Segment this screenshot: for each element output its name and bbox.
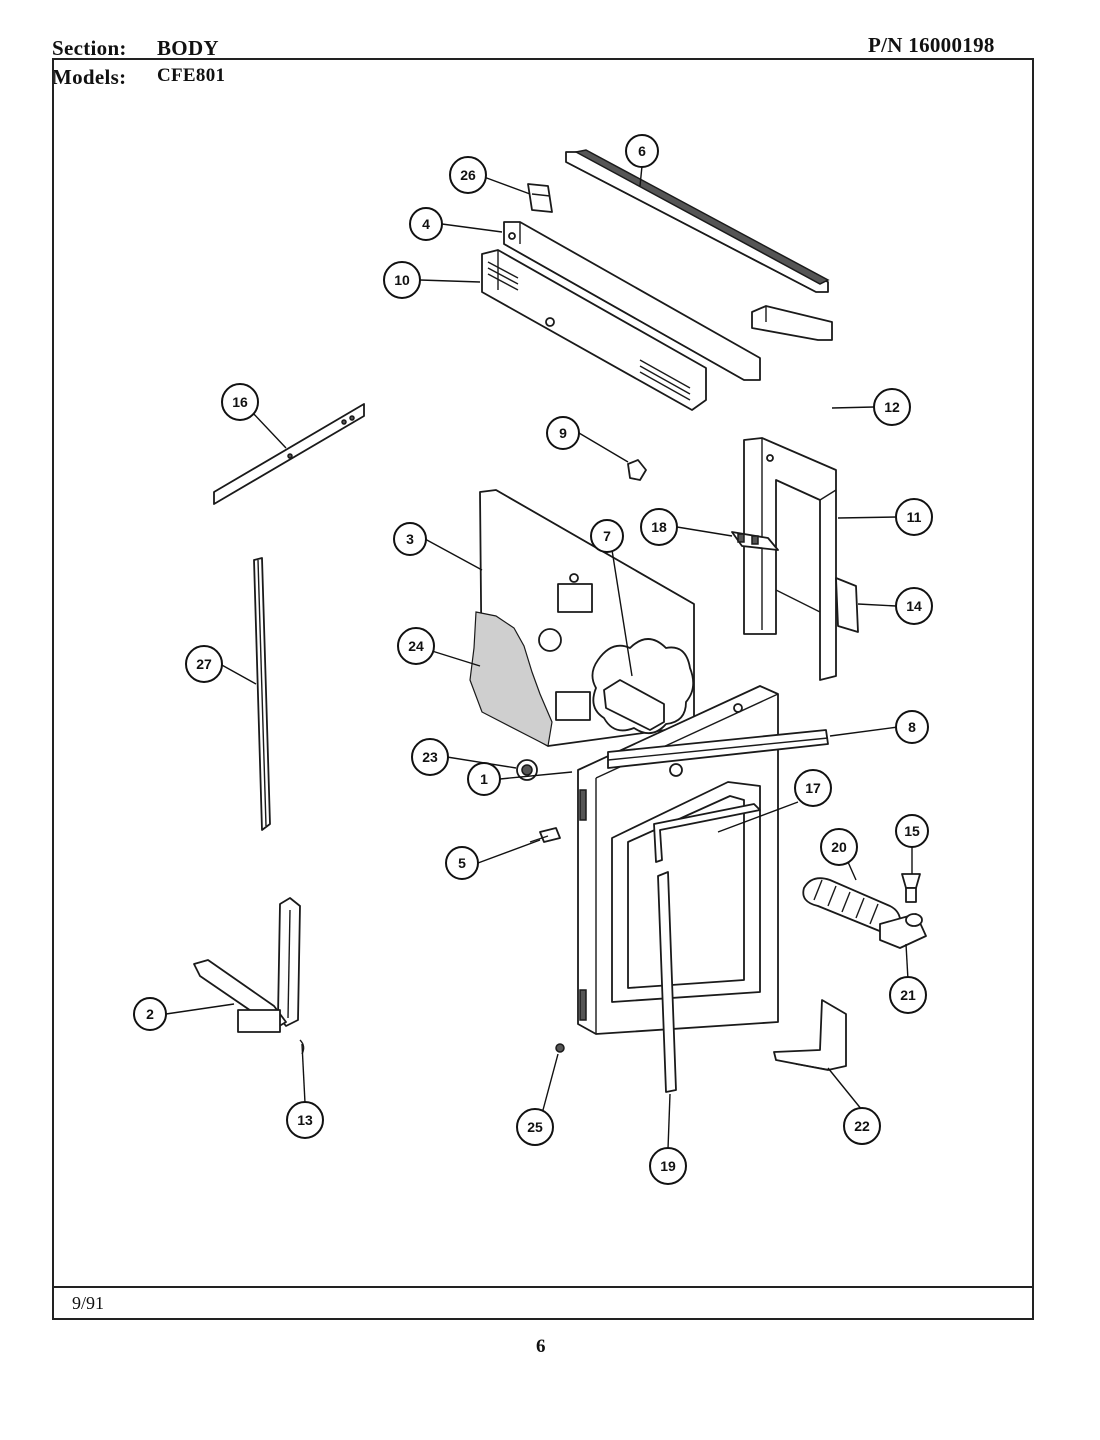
callout-3: 3 (393, 522, 427, 556)
svg-text:3: 3 (406, 531, 414, 547)
part-16-strip (213, 403, 365, 505)
svg-text:24: 24 (408, 638, 424, 654)
callout-14: 14 (895, 587, 933, 625)
revision-date: 9/91 (72, 1293, 105, 1313)
part-19-strip (657, 871, 677, 1093)
svg-text:20: 20 (831, 839, 847, 855)
svg-text:23: 23 (422, 749, 438, 765)
part-22-bracket (773, 999, 847, 1071)
svg-text:15: 15 (904, 823, 920, 839)
diagram-frame (52, 58, 1034, 1320)
callout-8: 8 (895, 710, 929, 744)
callout-2: 2 (133, 997, 167, 1031)
callout-25: 25 (516, 1108, 554, 1146)
svg-text:6: 6 (638, 143, 646, 159)
part-number: P/N 16000198 (868, 33, 995, 57)
callout-5: 5 (445, 846, 479, 880)
callout-26: 26 (449, 156, 487, 194)
svg-text:14: 14 (906, 598, 922, 614)
svg-text:27: 27 (196, 656, 212, 672)
callout-1: 1 (467, 762, 501, 796)
part-26-clip (527, 183, 553, 213)
page-number: 6 (536, 1336, 546, 1357)
leader-lines (165, 165, 913, 1150)
callout-22: 22 (843, 1107, 881, 1145)
svg-text:16: 16 (232, 394, 248, 410)
part-27-trim-strip (253, 557, 271, 831)
callout-23: 23 (411, 738, 449, 776)
part-14-bracket (835, 577, 859, 633)
svg-text:26: 26 (460, 167, 476, 183)
models-label: Models: (52, 65, 127, 89)
svg-text:2: 2 (146, 1006, 154, 1022)
callout-19: 19 (649, 1147, 687, 1185)
svg-text:19: 19 (660, 1158, 676, 1174)
part-8-rail (607, 729, 829, 769)
part-5-screw (529, 827, 561, 843)
callout-7: 7 (590, 519, 624, 553)
part-6-top-trim (565, 149, 830, 293)
callout-10: 10 (383, 261, 421, 299)
callout-4: 4 (409, 207, 443, 241)
footer-rule (52, 1286, 1034, 1288)
callout-6: 6 (625, 134, 659, 168)
part-10-vent-panel (481, 249, 707, 411)
callout-27: 27 (185, 645, 223, 683)
svg-text:25: 25 (527, 1119, 543, 1135)
svg-text:22: 22 (854, 1118, 870, 1134)
part-11-side-rail (743, 437, 837, 681)
part-1-front-frame (577, 685, 779, 1035)
svg-text:8: 8 (908, 719, 916, 735)
callout-12: 12 (873, 388, 911, 426)
part-25-screw (555, 1043, 565, 1053)
svg-text:9: 9 (559, 425, 567, 441)
part-2-hinge (193, 897, 301, 1033)
callout-20: 20 (820, 828, 858, 866)
svg-text:4: 4 (422, 216, 430, 232)
svg-text:13: 13 (297, 1112, 313, 1128)
callout-18: 18 (640, 508, 678, 546)
callout-9: 9 (546, 416, 580, 450)
models-value: CFE801 (157, 65, 226, 86)
callout-15: 15 (895, 814, 929, 848)
svg-text:5: 5 (458, 855, 466, 871)
callout-13: 13 (286, 1101, 324, 1139)
section-value: BODY (157, 36, 219, 60)
svg-text:10: 10 (394, 272, 410, 288)
part-17-bracket (653, 803, 761, 863)
part-12-bracket (751, 305, 833, 341)
svg-text:7: 7 (603, 528, 611, 544)
svg-text:17: 17 (805, 780, 821, 796)
part-21-fitting (879, 913, 927, 949)
part-15-fastener (901, 873, 921, 903)
part-7-bracket (591, 638, 695, 734)
part-9-clip (627, 459, 647, 481)
svg-text:18: 18 (651, 519, 667, 535)
part-4-rail (503, 221, 761, 381)
section-label: Section: (52, 36, 127, 60)
callout-11: 11 (895, 498, 933, 536)
part-24-insulation (469, 611, 553, 747)
callout-24: 24 (397, 627, 435, 665)
svg-text:11: 11 (907, 509, 922, 525)
part-18-block (731, 531, 779, 551)
part-23-knob (516, 759, 538, 781)
svg-text:12: 12 (884, 399, 900, 415)
svg-text:21: 21 (900, 987, 916, 1003)
callout-17: 17 (794, 769, 832, 807)
callout-16: 16 (221, 383, 259, 421)
callout-21: 21 (889, 976, 927, 1014)
svg-text:1: 1 (480, 771, 488, 787)
